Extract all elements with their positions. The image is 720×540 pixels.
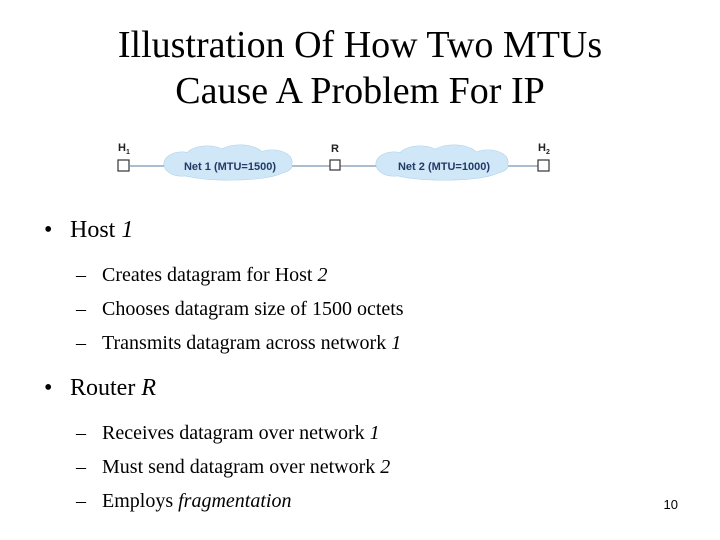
sub-item: –Employs fragmentation [76, 484, 684, 518]
router-label: R [331, 143, 339, 155]
bullet-router: • Router R [44, 370, 684, 406]
title-line-1: Illustration Of How Two MTUs [117, 24, 603, 66]
bullet-text: Host [70, 217, 122, 243]
host2-label: H2 [538, 142, 550, 156]
slide-number: 10 [663, 497, 678, 512]
sub-item-text: Creates datagram for Host [102, 264, 318, 286]
network-diagram: H1 R H2 Net 1 (MTU=1500) Net 2 (MTU=1000… [112, 136, 562, 184]
bullet-emph: R [141, 375, 156, 401]
title-line-2: Cause A Problem For IP [175, 70, 545, 112]
dash-icon: – [76, 332, 86, 354]
host1-node [117, 159, 130, 172]
net2-cloud [375, 144, 509, 181]
sub-item-emph: fragmentation [178, 490, 292, 512]
bullet-emph: 1 [121, 217, 134, 243]
host1-label: H1 [118, 142, 130, 156]
dash-icon: – [76, 298, 86, 320]
bullet-icon: • [44, 217, 53, 243]
sub-item: –Transmits datagram across network 1 [76, 326, 684, 360]
sub-list-router: –Receives datagram over network 1 –Must … [76, 416, 684, 518]
dash-icon: – [76, 264, 86, 286]
sub-item-text: Must send datagram over network [102, 456, 381, 478]
sub-item-emph: 1 [369, 422, 380, 444]
sub-item: –Must send datagram over network 2 [76, 450, 684, 484]
net2-label: Net 2 (MTU=1000) [398, 161, 490, 173]
dash-icon: – [76, 456, 86, 478]
network-diagram-svg: H1 R H2 Net 1 (MTU=1500) Net 2 (MTU=1000… [117, 142, 550, 181]
bullet-text: Router [70, 375, 142, 401]
sub-item-text: Transmits datagram across network [102, 332, 392, 354]
sub-list-host: –Creates datagram for Host 2 –Chooses da… [76, 258, 684, 360]
bullet-group-router: •Router R –Receives datagram over networ… [44, 370, 684, 518]
net1-label: Net 1 (MTU=1500) [184, 161, 276, 173]
dash-icon: – [76, 422, 86, 444]
sub-item: –Creates datagram for Host 2 [76, 258, 684, 292]
sub-item: –Chooses datagram size of 1500 octets [76, 292, 684, 326]
bullet-list: •Host 1 –Creates datagram for Host 2 –Ch… [44, 212, 684, 528]
sub-item-text: Receives datagram over network [102, 422, 370, 444]
bullet-icon: • [44, 375, 53, 401]
net1-cloud [163, 144, 293, 181]
host2-node [537, 159, 550, 172]
sub-item-emph: 2 [380, 456, 391, 478]
sub-item: –Receives datagram over network 1 [76, 416, 684, 450]
bullet-group-host: •Host 1 –Creates datagram for Host 2 –Ch… [44, 212, 684, 360]
bullet-host: • Host 1 [44, 212, 684, 248]
sub-item-text: Chooses datagram size of 1500 octets [102, 298, 404, 320]
router-node [329, 159, 341, 171]
sub-item-text: Employs [102, 490, 179, 512]
sub-item-emph: 2 [317, 264, 328, 286]
sub-item-emph: 1 [391, 332, 402, 354]
dash-icon: – [76, 490, 86, 512]
slide-title: Illustration Of How Two MTUs Cause A Pro… [0, 22, 720, 114]
